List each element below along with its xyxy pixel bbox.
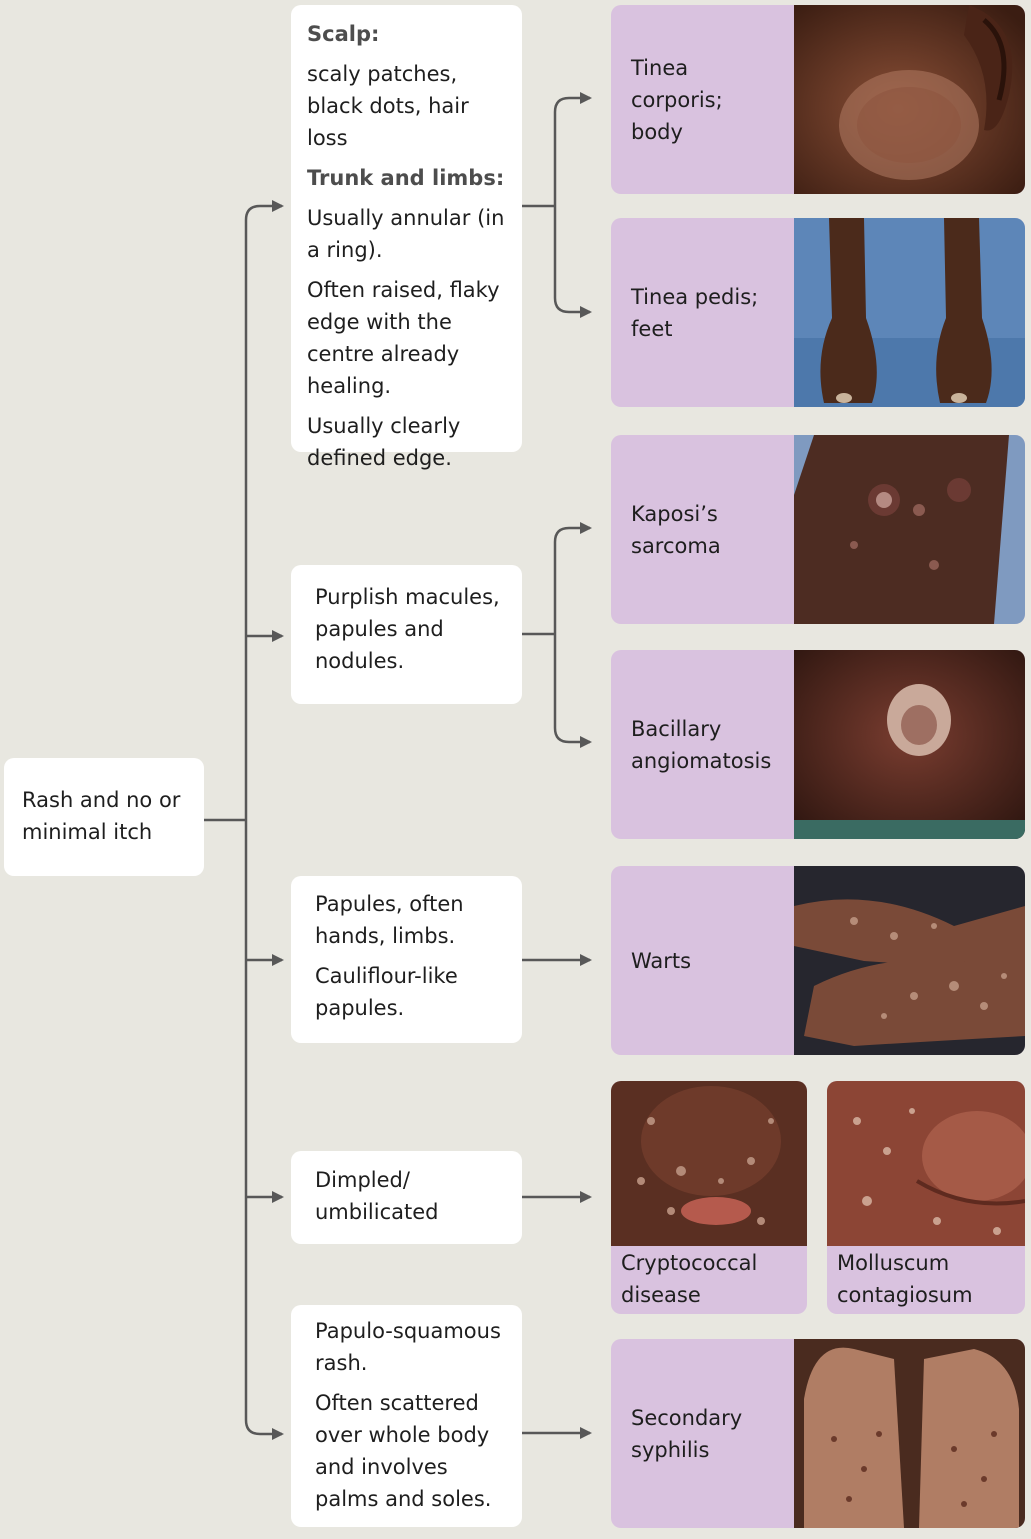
scalp-heading: Scalp: <box>307 22 379 46</box>
photo-molluscum <box>827 1081 1025 1246</box>
card-kaposi: Kaposi’s sarcoma <box>611 435 1025 624</box>
fungal-text-1: Usually annular (in a ring). <box>307 202 512 266</box>
papules-text-1: Papules, often hands, limbs. <box>315 888 512 952</box>
card-tinea-corporis: Tinea corporis; body <box>611 5 1025 194</box>
photo-syphilis <box>794 1339 1025 1528</box>
arrow-kaposi <box>555 528 590 542</box>
photo-bacillary <box>794 650 1025 839</box>
photo-tinea-corporis <box>794 5 1025 194</box>
photo-cryptococcal <box>611 1081 807 1246</box>
label-bacillary: Bacillary angiomatosis <box>631 650 796 839</box>
branch-arrow-fungal <box>246 206 282 220</box>
branch-arrow-squamous <box>246 220 282 1434</box>
photo-warts <box>794 866 1025 1055</box>
card-syphilis: Secondary syphilis <box>611 1339 1025 1528</box>
arrow-tinea-corporis <box>555 98 590 112</box>
dimpled-feature-box: Dimpled/ umbilicated <box>291 1151 522 1244</box>
card-warts: Warts <box>611 866 1025 1055</box>
papules-text-2: Cauliflour-like papules. <box>315 960 512 1024</box>
trunk-heading: Trunk and limbs: <box>307 166 504 190</box>
card-bacillary: Bacillary angiomatosis <box>611 650 1025 839</box>
label-tinea-corporis: Tinea corporis; body <box>631 5 796 194</box>
label-kaposi: Kaposi’s sarcoma <box>631 435 796 624</box>
papules-feature-box: Papules, often hands, limbs. Cauliflour-… <box>291 876 522 1043</box>
fungal-feature-box: Scalp: scaly patches, black dots, hair l… <box>291 5 522 452</box>
purplish-text: Purplish macules, papules and nodules. <box>315 581 512 677</box>
label-warts: Warts <box>631 866 796 1055</box>
label-cryptococcal: Cryptococcal disease <box>621 1247 801 1311</box>
dimpled-text: Dimpled/ umbilicated <box>315 1164 512 1228</box>
photo-kaposi <box>794 435 1025 624</box>
label-tinea-pedis: Tinea pedis; feet <box>631 218 796 407</box>
card-cryptococcal: Cryptococcal disease <box>611 1081 807 1314</box>
root-box: Rash and no or minimal itch <box>4 758 204 876</box>
fungal-text-2: Often raised, flaky edge with the centre… <box>307 274 512 402</box>
squamous-feature-box: Papulo-squamous rash. Often scattered ov… <box>291 1305 522 1527</box>
fungal-text-3: Usually clearly defined edge. <box>307 410 512 474</box>
squamous-text-2: Often scattered over whole body and invo… <box>315 1387 512 1515</box>
root-label: Rash and no or minimal itch <box>22 784 186 848</box>
card-molluscum: Molluscum contagiosum <box>827 1081 1025 1314</box>
purplish-feature-box: Purplish macules, papules and nodules. <box>291 565 522 704</box>
arrow-bacillary <box>555 542 590 742</box>
label-syphilis: Secondary syphilis <box>631 1339 796 1528</box>
arrow-tinea-pedis <box>555 112 590 312</box>
label-molluscum: Molluscum contagiosum <box>837 1247 1019 1311</box>
card-tinea-pedis: Tinea pedis; feet <box>611 218 1025 407</box>
scalp-text: scaly patches, black dots, hair loss <box>307 58 512 154</box>
squamous-text-1: Papulo-squamous rash. <box>315 1315 512 1379</box>
photo-tinea-pedis <box>794 218 1025 407</box>
